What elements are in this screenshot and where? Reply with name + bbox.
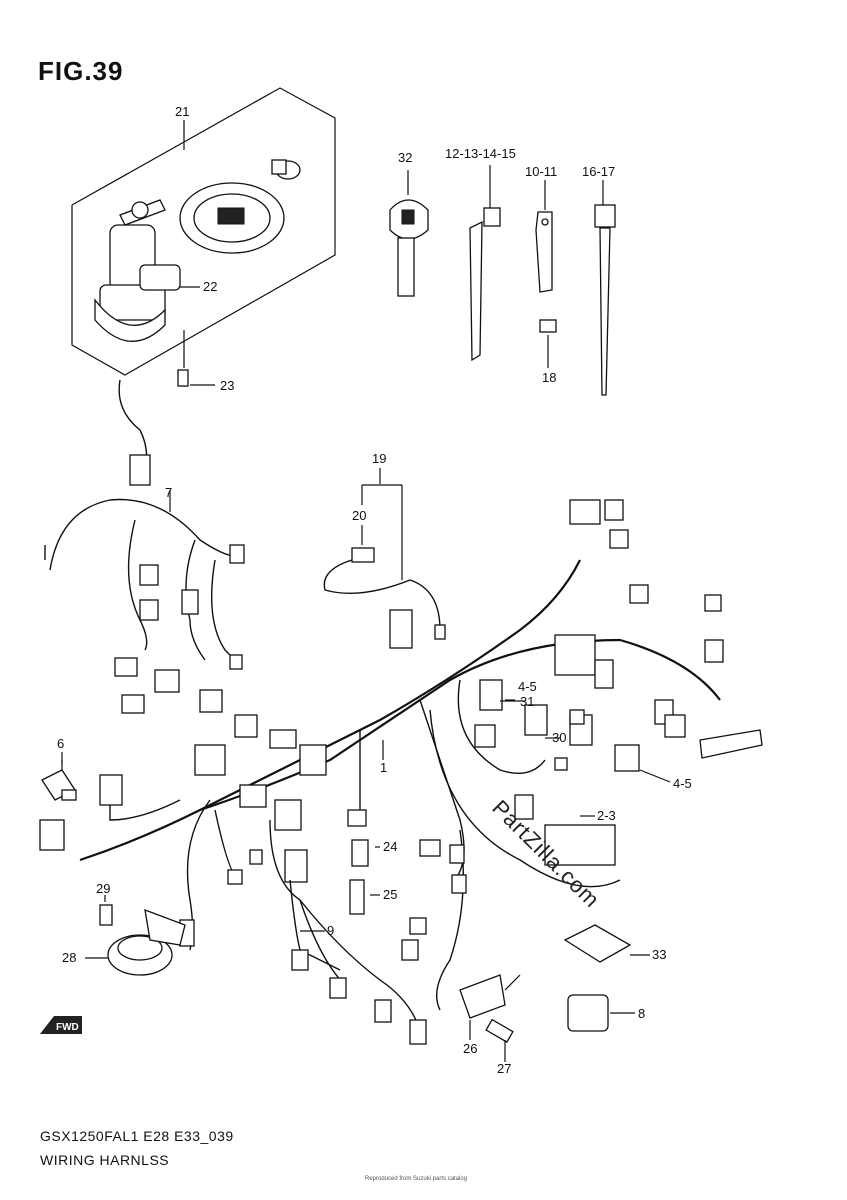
callout-18: 18 — [542, 370, 556, 385]
callout-24: 24 — [383, 839, 397, 854]
callout-12-15: 12-13-14-15 — [445, 146, 516, 161]
callout-33: 33 — [652, 947, 666, 962]
callout-31: 31 — [520, 694, 534, 709]
callout-6: 6 — [57, 736, 64, 751]
callout-9: 9 — [327, 923, 334, 938]
callout-28: 28 — [62, 950, 76, 965]
sensor-parts-24-25 — [349, 839, 380, 915]
sensor-part-6 — [41, 752, 77, 801]
callout-30: 30 — [552, 730, 566, 745]
figure-subtitle: WIRING HARNLSS — [40, 1152, 170, 1168]
callout-16-17: 16-17 — [582, 164, 615, 179]
harness-upper-left — [44, 379, 245, 670]
callout-29: 29 — [96, 881, 110, 896]
callout-19: 19 — [372, 451, 386, 466]
callout-25: 25 — [383, 887, 397, 902]
callout-4-5-lower: 4-5 — [673, 776, 692, 791]
relay-8 — [567, 994, 635, 1032]
callout-32: 32 — [398, 150, 412, 165]
callout-1: 1 — [380, 760, 387, 775]
cable-tie-16-17 — [594, 180, 616, 396]
callout-27: 27 — [497, 1061, 511, 1076]
callout-20: 20 — [352, 508, 366, 523]
callout-2-3: 2-3 — [597, 808, 616, 823]
copyright-footer: Reproduced from Suzuki parts catalog — [365, 1176, 468, 1182]
callout-21: 21 — [175, 104, 189, 119]
forward-arrow-icon: FWD — [40, 1016, 82, 1034]
figure-title: FIG.39 — [38, 56, 124, 86]
wire-clamp-band — [469, 165, 501, 362]
ignition-switch-kit-box — [71, 87, 336, 387]
forward-label: FWD — [56, 1022, 79, 1033]
main-wiring-harness — [39, 499, 763, 1031]
callout-8: 8 — [638, 1006, 645, 1021]
callout-10-11: 10-11 — [525, 164, 557, 179]
callout-26: 26 — [463, 1041, 477, 1056]
sensor-lead-19-20 — [323, 468, 446, 640]
model-code: GSX1250FAL1 E28 E33_039 — [40, 1128, 234, 1144]
label-sheet-33 — [563, 924, 650, 963]
key-part — [389, 170, 429, 297]
callout-23: 23 — [220, 378, 234, 393]
callout-22: 22 — [203, 279, 217, 294]
callout-4-5-upper: 4-5 — [518, 679, 537, 694]
sub-harness-9 — [289, 879, 427, 1045]
relay-26-27 — [459, 974, 521, 1062]
wire-clamp-10-11 — [535, 180, 557, 368]
callout-7: 7 — [165, 485, 172, 500]
horn-assembly — [85, 895, 186, 976]
